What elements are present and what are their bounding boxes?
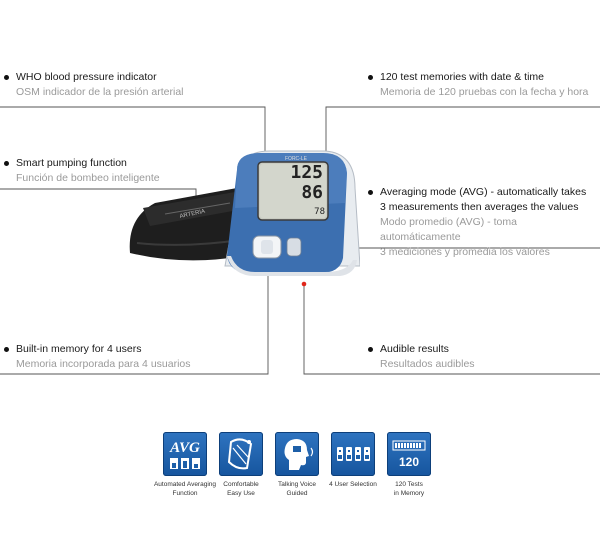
feature-memories-es: Memoria de 120 pruebas con la fecha y ho…	[380, 86, 589, 98]
feature-icons: AVG Automated Averaging Function Comfort…	[154, 432, 445, 532]
users-icon	[331, 432, 375, 476]
memory-caption: 120 Tests in Memory	[393, 481, 425, 497]
feature-pumping-en: Smart pumping function	[16, 157, 127, 169]
bullet-icon	[368, 347, 373, 352]
pulse-reading: 78	[314, 207, 325, 217]
bullet-icon	[368, 190, 373, 195]
cuff-image: ARTERIA	[129, 188, 243, 261]
avg-label: AVG	[169, 440, 200, 456]
avg-caption: Automated Averaging Function	[153, 481, 217, 497]
feature-averaging-es: Modo promedio (AVG) - toma automáticamen…	[380, 216, 550, 258]
feature-users-es: Memoria incorporada para 4 usuarios	[16, 358, 191, 370]
brand-label: FORC-LE	[285, 156, 308, 162]
users-caption: 4 User Selection	[329, 481, 377, 488]
memory-label: 120	[399, 455, 419, 469]
monitor-body: 125 86 78 FORC-LE	[224, 150, 360, 276]
cuff-caption: Comfortable Easy Use	[223, 481, 259, 497]
blood-pressure-monitor-image: ARTERIA 125 86 78 FORC-LE	[129, 150, 360, 276]
bullet-icon	[4, 75, 9, 80]
svg-text:ARTERIA: ARTERIA	[179, 209, 206, 220]
feature-pumping: Smart pumping function Función de bombeo…	[2, 156, 160, 186]
diastolic-reading: 86	[301, 182, 323, 203]
feature-audible-en: Audible results	[380, 343, 449, 355]
bullet-icon	[4, 347, 9, 352]
voice-caption: Talking Voice Guided	[278, 481, 316, 497]
feature-averaging: Averaging mode (AVG) - automatically tak…	[366, 185, 600, 260]
avg-icon: AVG	[163, 432, 207, 476]
feature-users: Built-in memory for 4 users Memoria inco…	[2, 342, 191, 372]
feature-audible: Audible results Resultados audibles	[366, 342, 475, 372]
mode-button[interactable]	[286, 237, 302, 257]
feature-who: WHO blood pressure indicator OSM indicad…	[2, 70, 184, 100]
bullet-icon	[368, 75, 373, 80]
feature-memories: 120 test memories with date & time Memor…	[366, 70, 588, 100]
feature-pumping-es: Función de bombeo inteligente	[16, 172, 160, 184]
bullet-icon	[4, 161, 9, 166]
cuff-icon	[219, 432, 263, 476]
memory-icon: 120	[387, 432, 431, 476]
voice-icon	[275, 432, 319, 476]
systolic-reading: 125	[290, 162, 323, 183]
feature-audible-es: Resultados audibles	[380, 358, 475, 370]
feature-who-en: WHO blood pressure indicator	[16, 71, 157, 83]
feature-averaging-en: Averaging mode (AVG) - automatically tak…	[380, 186, 587, 213]
feature-memories-en: 120 test memories with date & time	[380, 71, 544, 83]
feature-who-es: OSM indicador de la presión arterial	[16, 86, 184, 98]
feature-users-en: Built-in memory for 4 users	[16, 343, 142, 355]
